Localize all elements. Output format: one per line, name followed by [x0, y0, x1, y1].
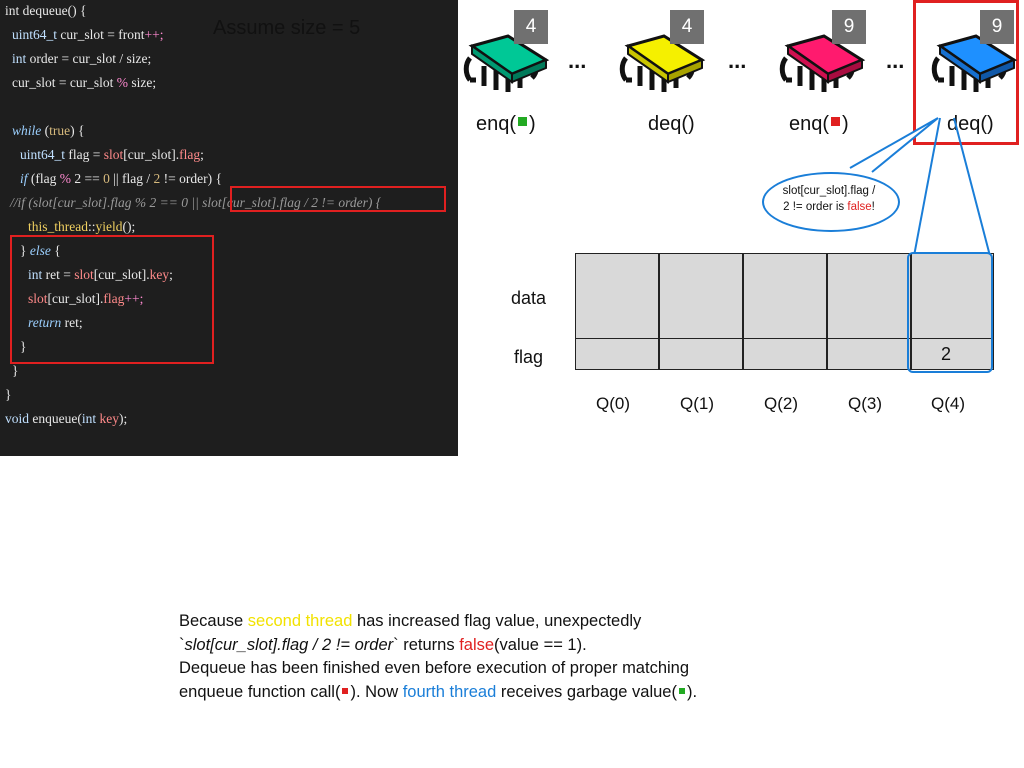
thread-1-badge: 4 — [514, 10, 548, 44]
thread-1-icon — [462, 30, 552, 100]
flag-cell — [911, 338, 994, 370]
thread-4-highlight-frame — [913, 0, 1019, 145]
code-line: int order = cur_slot / size; — [12, 51, 152, 66]
column-label: Q(4) — [931, 394, 965, 413]
thread-4-badge: 9 — [980, 10, 1014, 44]
ellipsis: ... — [568, 48, 587, 73]
thread-2-op-label: deq() — [648, 113, 695, 135]
callout-bubble — [762, 172, 900, 232]
code-line: cur_slot = cur_slot % size; — [12, 75, 157, 90]
code-line: uint64_t flag = slot[cur_slot].flag; — [20, 147, 204, 162]
flag-value-q4: 2 — [941, 344, 952, 364]
green-square-icon — [518, 117, 528, 126]
thread-1-op-label: enq() — [476, 113, 536, 135]
q4-highlight-box — [907, 252, 993, 373]
red-square-icon — [831, 117, 841, 126]
flag-cell — [743, 338, 827, 370]
column-label: Q(3) — [848, 394, 882, 413]
data-cell — [575, 253, 659, 339]
row-label-flag: flag — [514, 347, 544, 367]
code-line: } else { — [20, 243, 61, 258]
thread-4-op-label: deq() — [947, 113, 994, 135]
code-line: } — [12, 363, 19, 378]
code-line: int dequeue() { — [5, 3, 87, 18]
column-label: Q(1) — [680, 394, 714, 413]
else-branch-highlight-box — [10, 235, 214, 364]
code-line: if (flag % 2 == 0 || flag / 2 != order) … — [20, 171, 222, 186]
code-line: return ret; — [28, 315, 83, 330]
flag-cell — [827, 338, 911, 370]
thread-2-badge: 4 — [670, 10, 704, 44]
column-label: Q(2) — [764, 394, 798, 413]
ellipsis: ... — [728, 48, 747, 73]
assume-size-label: Assume size = 5 — [213, 17, 361, 39]
code-line: slot[cur_slot].flag++; — [28, 291, 144, 306]
explanation-text: Because second thread has increased flag… — [179, 612, 698, 701]
data-cell — [911, 253, 994, 339]
flag-cell — [575, 338, 659, 370]
flag-cell — [659, 338, 743, 370]
code-panel: int dequeue() { uint64_t cur_slot = fron… — [0, 0, 458, 456]
code-line: } — [20, 339, 27, 354]
code-line: uint64_t cur_slot = front++; — [12, 27, 164, 42]
callout-text: slot[cur_slot].flag / 2 != order is fals… — [782, 185, 876, 213]
code-line: void enqueue(int key); — [5, 411, 128, 426]
condition-highlight-box — [230, 186, 446, 212]
row-label-data: data — [511, 288, 547, 308]
thread-2-icon — [618, 30, 708, 100]
data-cell — [659, 253, 743, 339]
thread-4-icon — [930, 30, 1020, 100]
green-square-icon — [678, 687, 685, 694]
code-line: while (true) { — [12, 123, 85, 138]
data-cell — [827, 253, 911, 339]
code-comment-line: //if (slot[cur_slot].flag % 2 == 0 || sl… — [10, 195, 382, 210]
column-label: Q(0) — [596, 394, 630, 413]
thread-3-op-label: enq() — [789, 113, 849, 135]
code-line: int ret = slot[cur_slot].key; — [28, 267, 173, 282]
thread-3-icon — [778, 30, 868, 100]
red-square-icon — [342, 687, 349, 694]
ellipsis: ... — [886, 48, 905, 73]
code-line: this_thread::yield(); — [28, 219, 136, 234]
code-line: } — [5, 387, 12, 402]
callout-lines — [849, 117, 991, 257]
thread-3-badge: 9 — [832, 10, 866, 44]
data-cell — [743, 253, 827, 339]
